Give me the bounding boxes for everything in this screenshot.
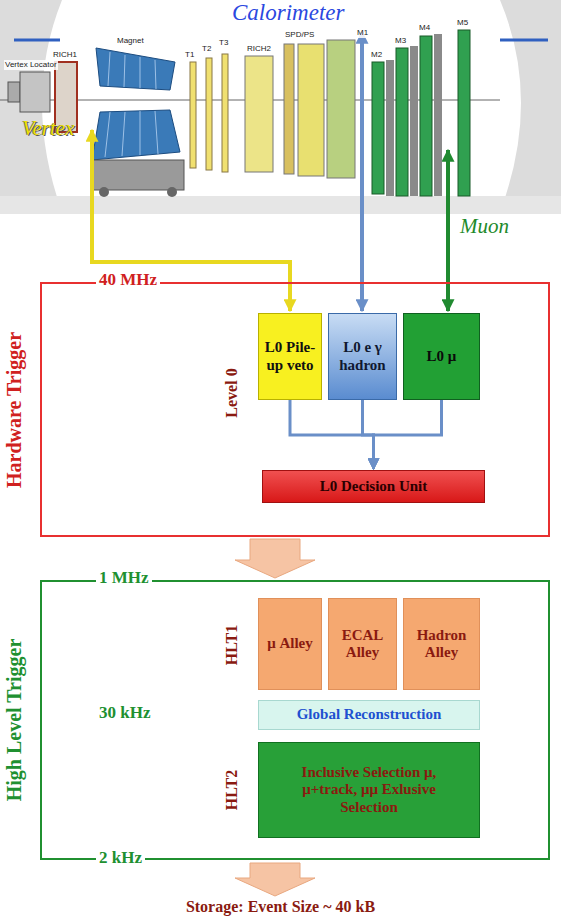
rich2 <box>245 56 273 172</box>
box-label: Hadron Alley <box>407 627 476 662</box>
reconstruction-box: Global Reconstruction <box>258 700 480 730</box>
detector <box>8 30 470 197</box>
rate-label: 30 kHz <box>96 703 153 723</box>
part-label: RICH1 <box>52 50 78 60</box>
cavern <box>0 0 561 214</box>
iron-filter <box>434 34 442 196</box>
rate-label: 1 MHz <box>96 568 152 588</box>
spd-ps <box>284 44 294 174</box>
magnet-coil <box>96 48 175 90</box>
iron-filter <box>386 60 394 196</box>
calorimeter-link <box>360 32 364 311</box>
alley-box: μ Alley <box>258 598 322 690</box>
rate-label: 40 MHz <box>96 270 160 290</box>
connector <box>374 400 442 469</box>
wheel <box>99 187 109 197</box>
alley-box: ECAL Alley <box>328 598 397 690</box>
magnet-coil <box>92 110 180 160</box>
trigger-box: L0 Pile-up veto <box>258 313 322 400</box>
trigger-box: L0 e γ hadron <box>328 313 397 400</box>
box-label: μ Alley <box>267 635 313 652</box>
box-label: L0 e γ hadron <box>332 339 393 374</box>
muon-link <box>446 150 450 311</box>
part-label: RICH2 <box>246 44 272 54</box>
trigger-band: Hardware Trigger40 MHzLevel 0L0 Pile-up … <box>40 282 550 537</box>
ecal <box>298 44 324 176</box>
side-heading: HLT1 <box>220 600 244 690</box>
box-label: L0 μ <box>427 348 457 365</box>
detector-label: Calorimeter <box>232 0 344 26</box>
tracker-station <box>190 62 196 168</box>
part-label: M4 <box>418 23 431 33</box>
cavern-wall <box>500 0 561 212</box>
part-label: M3 <box>394 36 407 46</box>
part-label: T1 <box>184 50 195 60</box>
part-label: Vertex Locator <box>4 60 58 70</box>
muon-station <box>396 48 408 196</box>
box-label: Inclusive Selection μ, μ+track, μμ Exlus… <box>274 764 464 816</box>
box-label: L0 Decision Unit <box>320 478 428 495</box>
wheel <box>167 187 177 197</box>
rule-line <box>14 39 60 42</box>
storage-arrow <box>235 863 315 896</box>
box-label: L0 Pile-up veto <box>262 339 318 374</box>
decision-box: L0 Decision Unit <box>262 470 485 503</box>
tracker-station <box>206 58 212 170</box>
side-heading: Level 0 <box>220 333 244 453</box>
velo-tank <box>20 72 50 112</box>
detector-label: Vertex <box>22 116 74 141</box>
velo-flange <box>8 82 20 102</box>
rate-label: 2 kHz <box>96 848 145 868</box>
detector-links <box>92 32 448 311</box>
cavern-floor <box>0 196 561 214</box>
connector <box>363 400 374 469</box>
storage-label: Storage: Event Size ~ 40 kB <box>0 898 561 916</box>
box-label: ECAL Alley <box>332 627 393 662</box>
part-label: SPD/PS <box>284 30 315 40</box>
muon-station <box>372 62 384 194</box>
selection-box: Inclusive Selection μ, μ+track, μμ Exlus… <box>258 742 480 838</box>
tracker-station <box>222 54 228 172</box>
part-label: M2 <box>370 50 383 60</box>
muon-station <box>458 30 470 196</box>
detector-label: Muon <box>460 214 509 239</box>
magnet-carriage <box>92 160 184 190</box>
alley-box: Hadron Alley <box>403 598 480 690</box>
cavern-wall <box>0 0 62 212</box>
part-label: T3 <box>218 38 229 48</box>
trigger-band: High Level Trigger1 MHzHLT130 kHzHLT22 k… <box>40 580 550 860</box>
muon-station <box>420 36 432 196</box>
trigger-box: L0 μ <box>403 313 480 400</box>
flow-arrow <box>235 539 315 578</box>
part-label: T2 <box>201 44 212 54</box>
side-heading: HLT2 <box>220 745 244 835</box>
iron-filter <box>410 46 418 196</box>
side-heading: High Level Trigger <box>2 595 26 845</box>
rule-line <box>500 39 548 42</box>
side-heading: Hardware Trigger <box>2 290 26 530</box>
box-label: Global Reconstruction <box>297 706 442 723</box>
part-label: Magnet <box>116 36 145 46</box>
coil-windings <box>105 52 158 157</box>
connector <box>290 400 374 469</box>
hcal <box>327 40 355 178</box>
part-label: M1 <box>356 28 369 38</box>
part-label: M5 <box>456 18 469 28</box>
